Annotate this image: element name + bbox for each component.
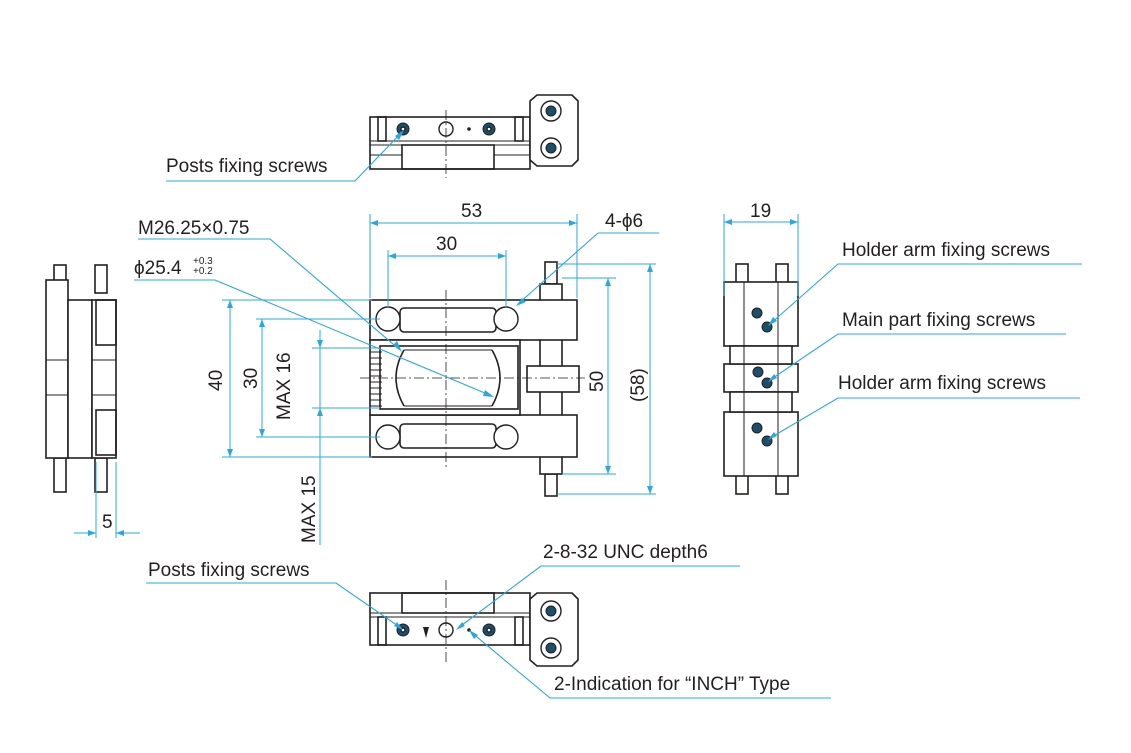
dim-5 [74, 462, 140, 538]
unc-label: 2-8-32 UNC depth6 [543, 542, 708, 563]
bore-leader [134, 279, 494, 397]
dim-30-vertical [256, 318, 380, 438]
unc-leader [456, 565, 740, 630]
posts-fixing-leader-bottom [146, 582, 403, 630]
main-part-label: Main part fixing screws [842, 310, 1035, 331]
holder-arm-leader-2 [768, 397, 1080, 440]
thread-label: M26.25×0.75 [138, 218, 249, 239]
bore-label: ϕ25.4 [134, 258, 182, 279]
dim-19-text: 19 [750, 201, 771, 222]
dim-53 [369, 214, 578, 298]
holder-arm-label-2: Holder arm fixing screws [838, 373, 1046, 394]
inch-label: 2-Indication for “INCH” Type [554, 674, 790, 695]
dim-30-horizontal [387, 250, 507, 308]
bore-tol-upper: +0.3 [193, 256, 213, 267]
dim-50-text: 50 [587, 371, 608, 392]
holes-label: 4-ϕ6 [605, 211, 643, 232]
bore-tol-lower: +0.2 [193, 266, 213, 277]
dim-30-h-text: 30 [436, 234, 457, 255]
top-view [369, 94, 579, 178]
posts-fixing-label-bottom: Posts fixing screws [148, 560, 310, 581]
dim-30-v-text: 30 [241, 368, 262, 389]
holder-arm-label-1: Holder arm fixing screws [842, 240, 1050, 261]
dim-50 [562, 277, 616, 475]
front-view [360, 261, 585, 497]
dim-53-text: 53 [461, 201, 482, 222]
left-side-view [45, 264, 117, 493]
holder-arm-leader-1 [768, 263, 1082, 326]
dim-58-text: (58) [628, 368, 649, 402]
dim-19 [723, 214, 799, 296]
dim-5-text: 5 [102, 512, 113, 533]
thread-leader [138, 238, 402, 352]
dim-40-text: 40 [206, 370, 227, 391]
dim-max15-text: MAX 15 [299, 475, 320, 543]
dim-max16 [312, 330, 380, 426]
inch-leader [469, 630, 831, 699]
right-side-view [723, 263, 799, 495]
thread-hatch [370, 351, 382, 407]
main-part-leader [768, 333, 1066, 382]
posts-fixing-leader-top [166, 130, 404, 182]
posts-fixing-label-top: Posts fixing screws [166, 156, 328, 177]
dim-58 [557, 263, 656, 495]
holes-leader [516, 232, 659, 306]
dim-max16-text: MAX 16 [274, 352, 295, 420]
bottom-view [369, 580, 579, 667]
dim-40 [222, 299, 372, 458]
